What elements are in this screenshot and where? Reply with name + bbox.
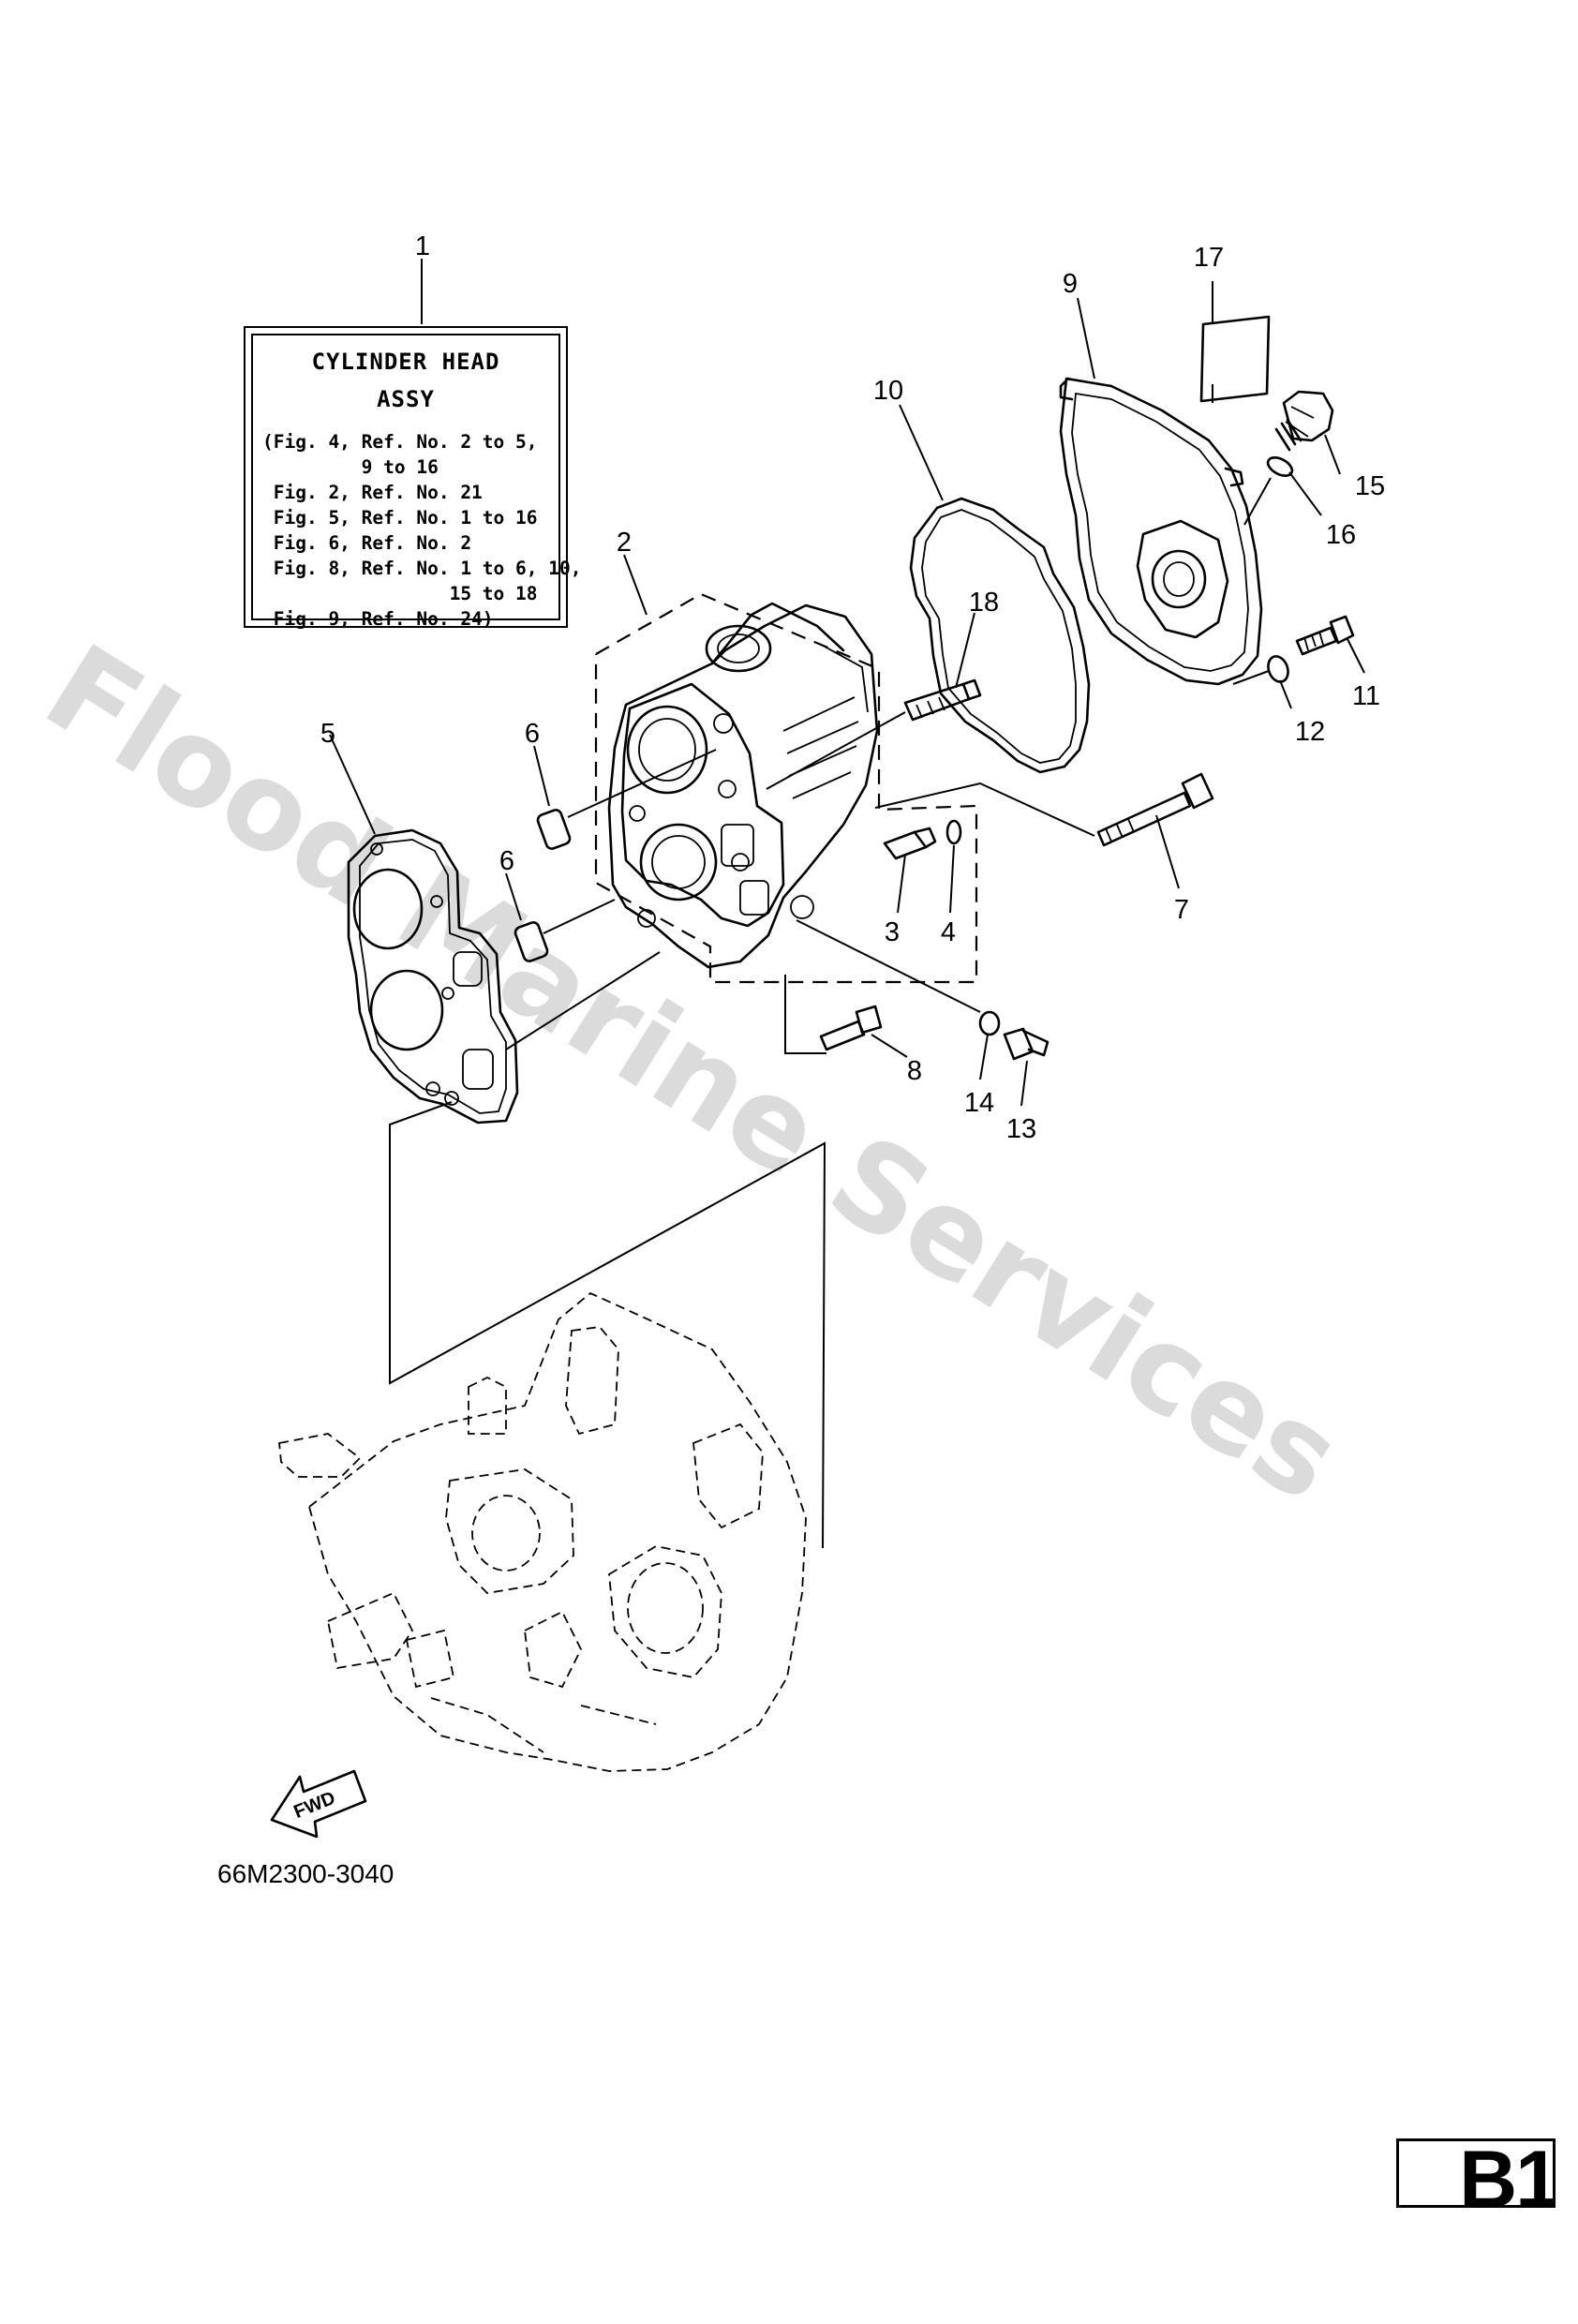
dowel-leader-lower xyxy=(543,899,616,934)
callout-14: 14 xyxy=(964,1088,994,1118)
long-bolt xyxy=(874,772,1214,889)
leader-2 xyxy=(623,554,648,616)
page-tag-label: B1 xyxy=(1459,2138,1556,2208)
oil-filler-cap xyxy=(1274,390,1341,475)
callout-18: 18 xyxy=(969,588,999,618)
watermark: Flood Marine Services xyxy=(22,618,1364,1529)
forward-arrow: FWD xyxy=(270,1769,367,1839)
cylinder-head-dashed-outline xyxy=(594,592,978,984)
callout-13: 13 xyxy=(1006,1114,1036,1144)
assy-ref-line: Fig. 5, Ref. No. 1 to 16 xyxy=(262,507,538,529)
assy-title-line2: ASSY xyxy=(377,386,435,412)
assy-ref-line: Fig. 2, Ref. No. 21 xyxy=(262,482,483,503)
drain-bolt xyxy=(1003,1027,1050,1107)
caution-label xyxy=(1199,281,1271,403)
assy-ref-line: Fig. 6, Ref. No. 2 xyxy=(262,532,472,554)
head-cover-gasket xyxy=(899,404,1091,774)
assy-ref-line: 9 to 16 xyxy=(262,456,439,478)
callout-7: 7 xyxy=(1174,895,1189,925)
callout-17: 17 xyxy=(1194,243,1224,273)
assy-box-inner: CYLINDER HEAD ASSY (Fig. 4, Ref. No. 2 t… xyxy=(251,334,581,630)
assy-reference-list: (Fig. 4, Ref. No. 2 to 5, 9 to 16 Fig. 2… xyxy=(262,429,581,632)
leader-6b xyxy=(505,872,522,921)
alignment-lines xyxy=(389,1101,826,1549)
head-gasket xyxy=(347,828,519,1125)
short-bolt xyxy=(784,975,908,1058)
cover-washer xyxy=(1232,655,1292,709)
cover-bolt xyxy=(1295,615,1365,674)
callout-10: 10 xyxy=(873,376,903,406)
forward-arrow-label: FWD xyxy=(291,1788,338,1823)
assy-ref-line: (Fig. 4, Ref. No. 2 to 5, xyxy=(262,431,538,453)
callouts: 1 2 3 4 5 6 6 7 8 9 10 11 12 13 14 15 16… xyxy=(320,231,1385,1144)
callout-9: 9 xyxy=(1063,269,1078,299)
callout-8: 8 xyxy=(907,1056,922,1086)
cylinder-block xyxy=(278,1291,807,1772)
assy-ref-line: 15 to 18 xyxy=(262,583,538,604)
fitting xyxy=(883,827,937,914)
spark-plug xyxy=(766,612,982,790)
callout-3: 3 xyxy=(885,917,900,947)
callout-12: 12 xyxy=(1295,717,1325,747)
o-ring xyxy=(1243,456,1322,526)
cylinder-head-cover xyxy=(1059,297,1263,686)
cylinder-head-assy-box: CYLINDER HEAD ASSY (Fig. 4, Ref. No. 2 t… xyxy=(244,326,581,630)
dowel-leader-upper xyxy=(567,749,717,818)
dowel-pin-lower xyxy=(514,921,549,962)
callout-6a: 6 xyxy=(525,719,540,749)
callout-4: 4 xyxy=(941,917,956,947)
leader-5 xyxy=(329,734,376,835)
gasket-leader xyxy=(505,951,661,1050)
callout-16: 16 xyxy=(1326,520,1356,550)
assy-title-line1: CYLINDER HEAD xyxy=(311,349,500,375)
drawing-code: 66M2300-3040 xyxy=(217,1859,394,1888)
fitting-gasket xyxy=(945,819,962,914)
callout-1: 1 xyxy=(415,231,430,261)
leader-6a xyxy=(533,745,550,807)
drain-washer xyxy=(796,919,1001,1080)
callout-15: 15 xyxy=(1355,471,1385,501)
assy-ref-line: Fig. 8, Ref. No. 1 to 6, 10, xyxy=(262,558,582,579)
page-tag: B1 xyxy=(1396,2138,1556,2208)
dowel-pin-upper xyxy=(536,809,572,850)
callout-5: 5 xyxy=(320,719,335,749)
cylinder-head xyxy=(594,592,978,984)
callout-2: 2 xyxy=(617,528,632,558)
assy-ref-line: Fig. 9, Ref. No. 24) xyxy=(262,608,494,630)
watermark-text: Flood Marine Services xyxy=(22,618,1364,1529)
callout-11: 11 xyxy=(1352,681,1380,711)
callout-6b: 6 xyxy=(499,846,514,876)
